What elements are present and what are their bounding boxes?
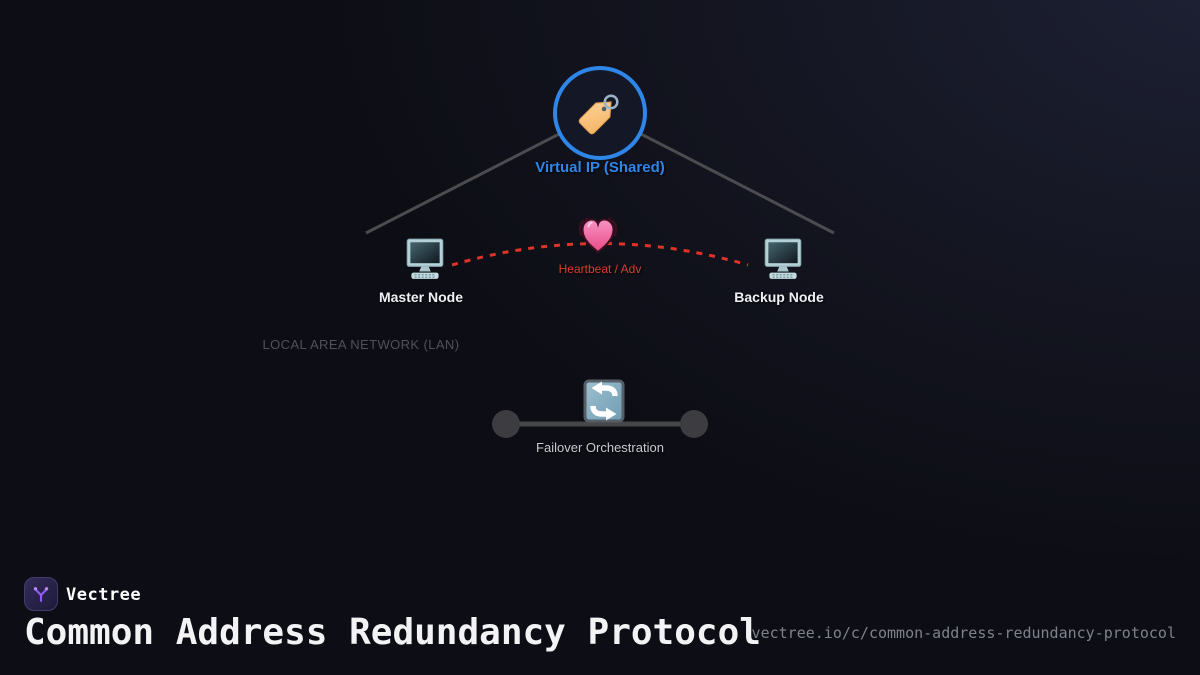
heartbeat-label: Heartbeat / Adv	[558, 262, 642, 276]
lan-label: LOCAL AREA NETWORK (LAN)	[262, 337, 460, 352]
tag-icon	[578, 94, 619, 135]
brand-name: Vectree	[66, 585, 142, 605]
failover-right-endpoint	[680, 410, 708, 438]
failover-label: Failover Orchestration	[536, 440, 664, 455]
beating-heart-icon	[578, 217, 618, 254]
vectree-logo	[24, 577, 58, 611]
desktop-monitor-icon	[764, 238, 802, 279]
master-node-label: Master Node	[378, 289, 464, 305]
desktop-monitor-icon	[406, 238, 444, 279]
page-url: vectree.io/c/common-address-redundancy-p…	[751, 624, 1176, 642]
vectree-branch-icon	[33, 587, 49, 603]
heartbeat-dashed-arc	[451, 242, 749, 267]
counterclockwise-arrows-icon	[583, 379, 625, 423]
failover-left-endpoint	[492, 410, 520, 438]
backup-node-label: Backup Node	[734, 289, 824, 305]
virtual-ip-label: Virtual IP (Shared)	[535, 159, 665, 176]
page-title: Common Address Redundancy Protocol	[24, 612, 761, 653]
